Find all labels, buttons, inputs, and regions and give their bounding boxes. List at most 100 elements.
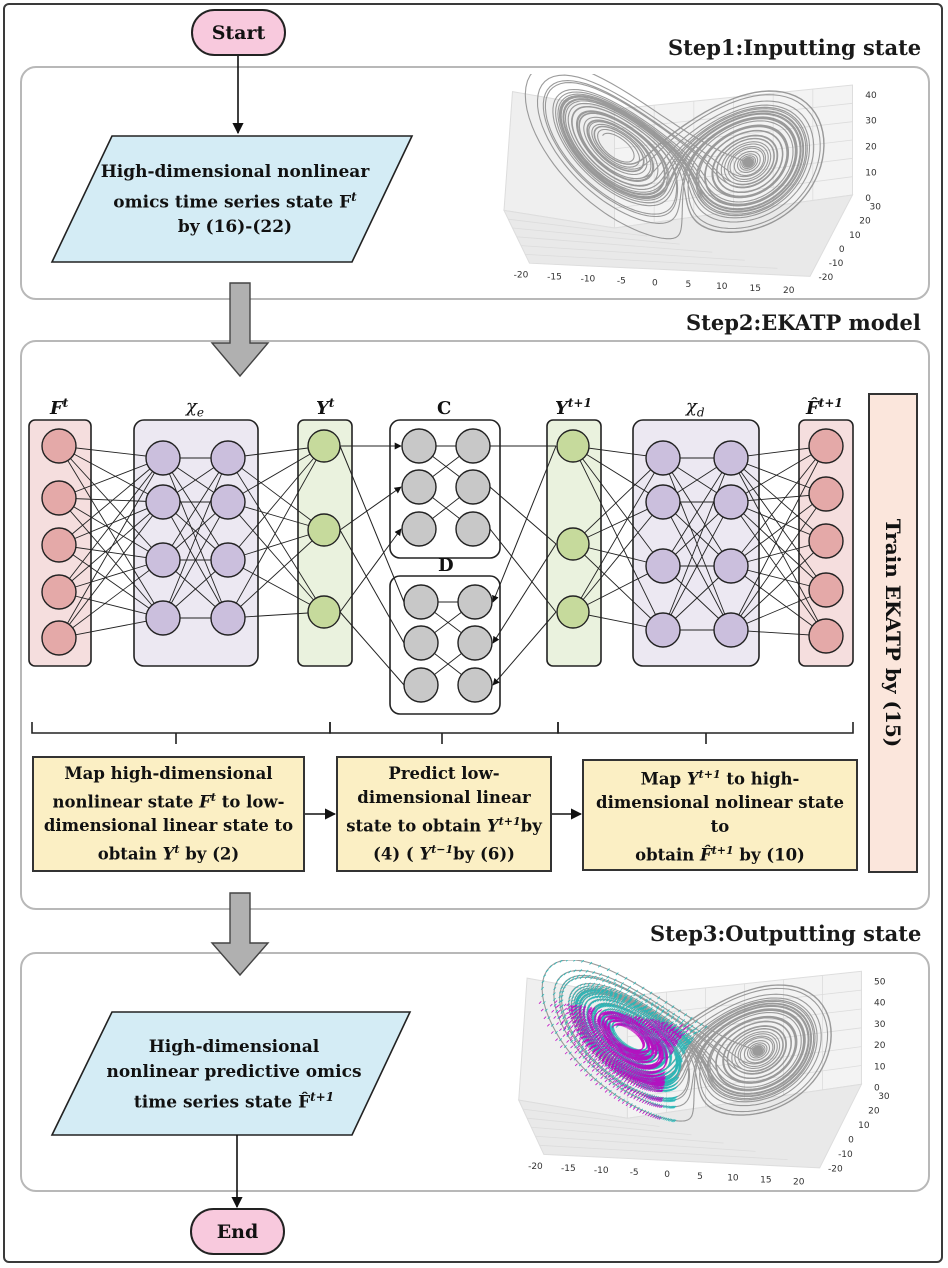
bracket-decoder bbox=[557, 722, 854, 744]
decoder-description-box: Map Yt+1 to high- dimensional nolinear s… bbox=[582, 759, 858, 871]
c-node-b-2 bbox=[455, 469, 491, 505]
ft-node-2 bbox=[41, 480, 77, 516]
step1-title: Step1:Inputting state bbox=[668, 35, 922, 60]
yt1-node-1 bbox=[556, 429, 590, 463]
bracket-encoder bbox=[31, 722, 331, 744]
output-line-3: time series state F̂t+1 bbox=[133, 1089, 335, 1113]
encoder-node-b-3 bbox=[210, 542, 246, 578]
svg-text:15: 15 bbox=[760, 1176, 771, 1186]
d-node-b-2 bbox=[457, 625, 493, 661]
decoder-node-b-4 bbox=[713, 612, 749, 648]
input-line-2: omics time series state Ft bbox=[113, 189, 357, 213]
svg-text:-20: -20 bbox=[828, 1164, 843, 1174]
svg-text:20: 20 bbox=[874, 1041, 886, 1051]
output-line-2: nonlinear predictive omics bbox=[106, 1061, 362, 1082]
label-fhat: F̂t+1 bbox=[806, 396, 843, 419]
label-c: C bbox=[437, 398, 452, 419]
svg-text:-10: -10 bbox=[838, 1150, 853, 1160]
svg-text:10: 10 bbox=[716, 282, 728, 292]
label-chi-d: χd bbox=[686, 396, 705, 420]
yt1-node-2 bbox=[556, 527, 590, 561]
svg-text:-10: -10 bbox=[594, 1166, 609, 1176]
fhat-node-1 bbox=[808, 428, 844, 464]
output-state-text: High-dimensional nonlinear predictive om… bbox=[88, 1030, 380, 1120]
yt1-node-3 bbox=[556, 595, 590, 629]
step3-title: Step3:Outputting state bbox=[650, 921, 922, 946]
encoder-node-b-4 bbox=[210, 600, 246, 636]
decoder-node-a-2 bbox=[645, 484, 681, 520]
decoder-node-b-3 bbox=[713, 548, 749, 584]
outer-frame bbox=[3, 3, 943, 1263]
label-yt1: Yt+1 bbox=[555, 396, 592, 419]
start-terminal: Start bbox=[191, 9, 286, 56]
svg-text:30: 30 bbox=[870, 203, 882, 213]
train-ekatp-box: Train EKATP by (15) bbox=[868, 393, 918, 873]
c-node-b-3 bbox=[455, 511, 491, 547]
c-node-a-3 bbox=[401, 511, 437, 547]
svg-text:-15: -15 bbox=[561, 1164, 576, 1174]
svg-text:-20: -20 bbox=[528, 1162, 543, 1172]
svg-text:0: 0 bbox=[848, 1135, 854, 1145]
svg-text:50: 50 bbox=[874, 977, 886, 987]
svg-text:30: 30 bbox=[874, 1020, 886, 1030]
d-node-b-1 bbox=[457, 584, 493, 620]
svg-text:20: 20 bbox=[793, 1178, 805, 1186]
svg-text:30: 30 bbox=[878, 1092, 890, 1102]
c-node-a-2 bbox=[401, 469, 437, 505]
svg-text:10: 10 bbox=[849, 231, 861, 241]
svg-text:0: 0 bbox=[839, 245, 845, 255]
svg-text:10: 10 bbox=[858, 1121, 870, 1131]
encoder-description-box: Map high-dimensional nonlinear state Ft … bbox=[32, 756, 305, 872]
svg-text:-10: -10 bbox=[829, 259, 844, 269]
yt-node-3 bbox=[307, 595, 341, 629]
input-line-3: by (16)-(22) bbox=[177, 217, 293, 238]
fhat-node-3 bbox=[808, 523, 844, 559]
input-parallelogram bbox=[50, 135, 414, 263]
encoder-node-b-2 bbox=[210, 484, 246, 520]
svg-text:40: 40 bbox=[874, 999, 886, 1009]
end-terminal: End bbox=[190, 1208, 285, 1255]
operator-description-box: Predict low- dimensional linear state to… bbox=[336, 756, 552, 872]
label-ft: Ft bbox=[50, 396, 69, 419]
encoder-node-a-1 bbox=[145, 440, 181, 476]
step2-title: Step2:EKATP model bbox=[686, 310, 921, 335]
block-arrow-1 bbox=[210, 282, 270, 378]
block-arrow-2 bbox=[210, 892, 270, 977]
bracket-operator bbox=[329, 722, 559, 744]
svg-text:20: 20 bbox=[783, 286, 795, 294]
svg-text:20: 20 bbox=[859, 217, 871, 227]
svg-text:5: 5 bbox=[685, 280, 691, 290]
svg-text:10: 10 bbox=[865, 168, 877, 178]
svg-text:0: 0 bbox=[874, 1084, 880, 1094]
svg-text:10: 10 bbox=[874, 1062, 886, 1072]
decoder-node-a-4 bbox=[645, 612, 681, 648]
svg-text:15: 15 bbox=[750, 284, 761, 294]
d-node-a-1 bbox=[403, 584, 439, 620]
output-parallelogram bbox=[50, 1011, 412, 1136]
fhat-node-4 bbox=[808, 572, 844, 608]
input-state-text: High-dimensional nonlinear omics time se… bbox=[90, 150, 380, 250]
network-nodes bbox=[41, 428, 844, 703]
encoder-node-a-2 bbox=[145, 484, 181, 520]
d-node-a-3 bbox=[403, 667, 439, 703]
ft-node-1 bbox=[41, 428, 77, 464]
d-node-a-2 bbox=[403, 625, 439, 661]
svg-text:-15: -15 bbox=[547, 273, 562, 283]
encoder-node-b-1 bbox=[210, 440, 246, 476]
operator-arrows bbox=[339, 442, 557, 686]
svg-text:10: 10 bbox=[727, 1174, 739, 1184]
d-node-b-3 bbox=[457, 667, 493, 703]
svg-text:-5: -5 bbox=[630, 1168, 639, 1178]
fhat-node-2 bbox=[808, 476, 844, 512]
svg-text:-20: -20 bbox=[819, 273, 834, 283]
svg-text:0: 0 bbox=[652, 278, 658, 288]
decoder-node-b-1 bbox=[713, 440, 749, 476]
encoder-node-a-4 bbox=[145, 600, 181, 636]
c-node-b-1 bbox=[455, 428, 491, 464]
svg-text:-10: -10 bbox=[581, 274, 596, 284]
label-yt: Yt bbox=[316, 396, 335, 419]
decoder-node-a-1 bbox=[645, 440, 681, 476]
